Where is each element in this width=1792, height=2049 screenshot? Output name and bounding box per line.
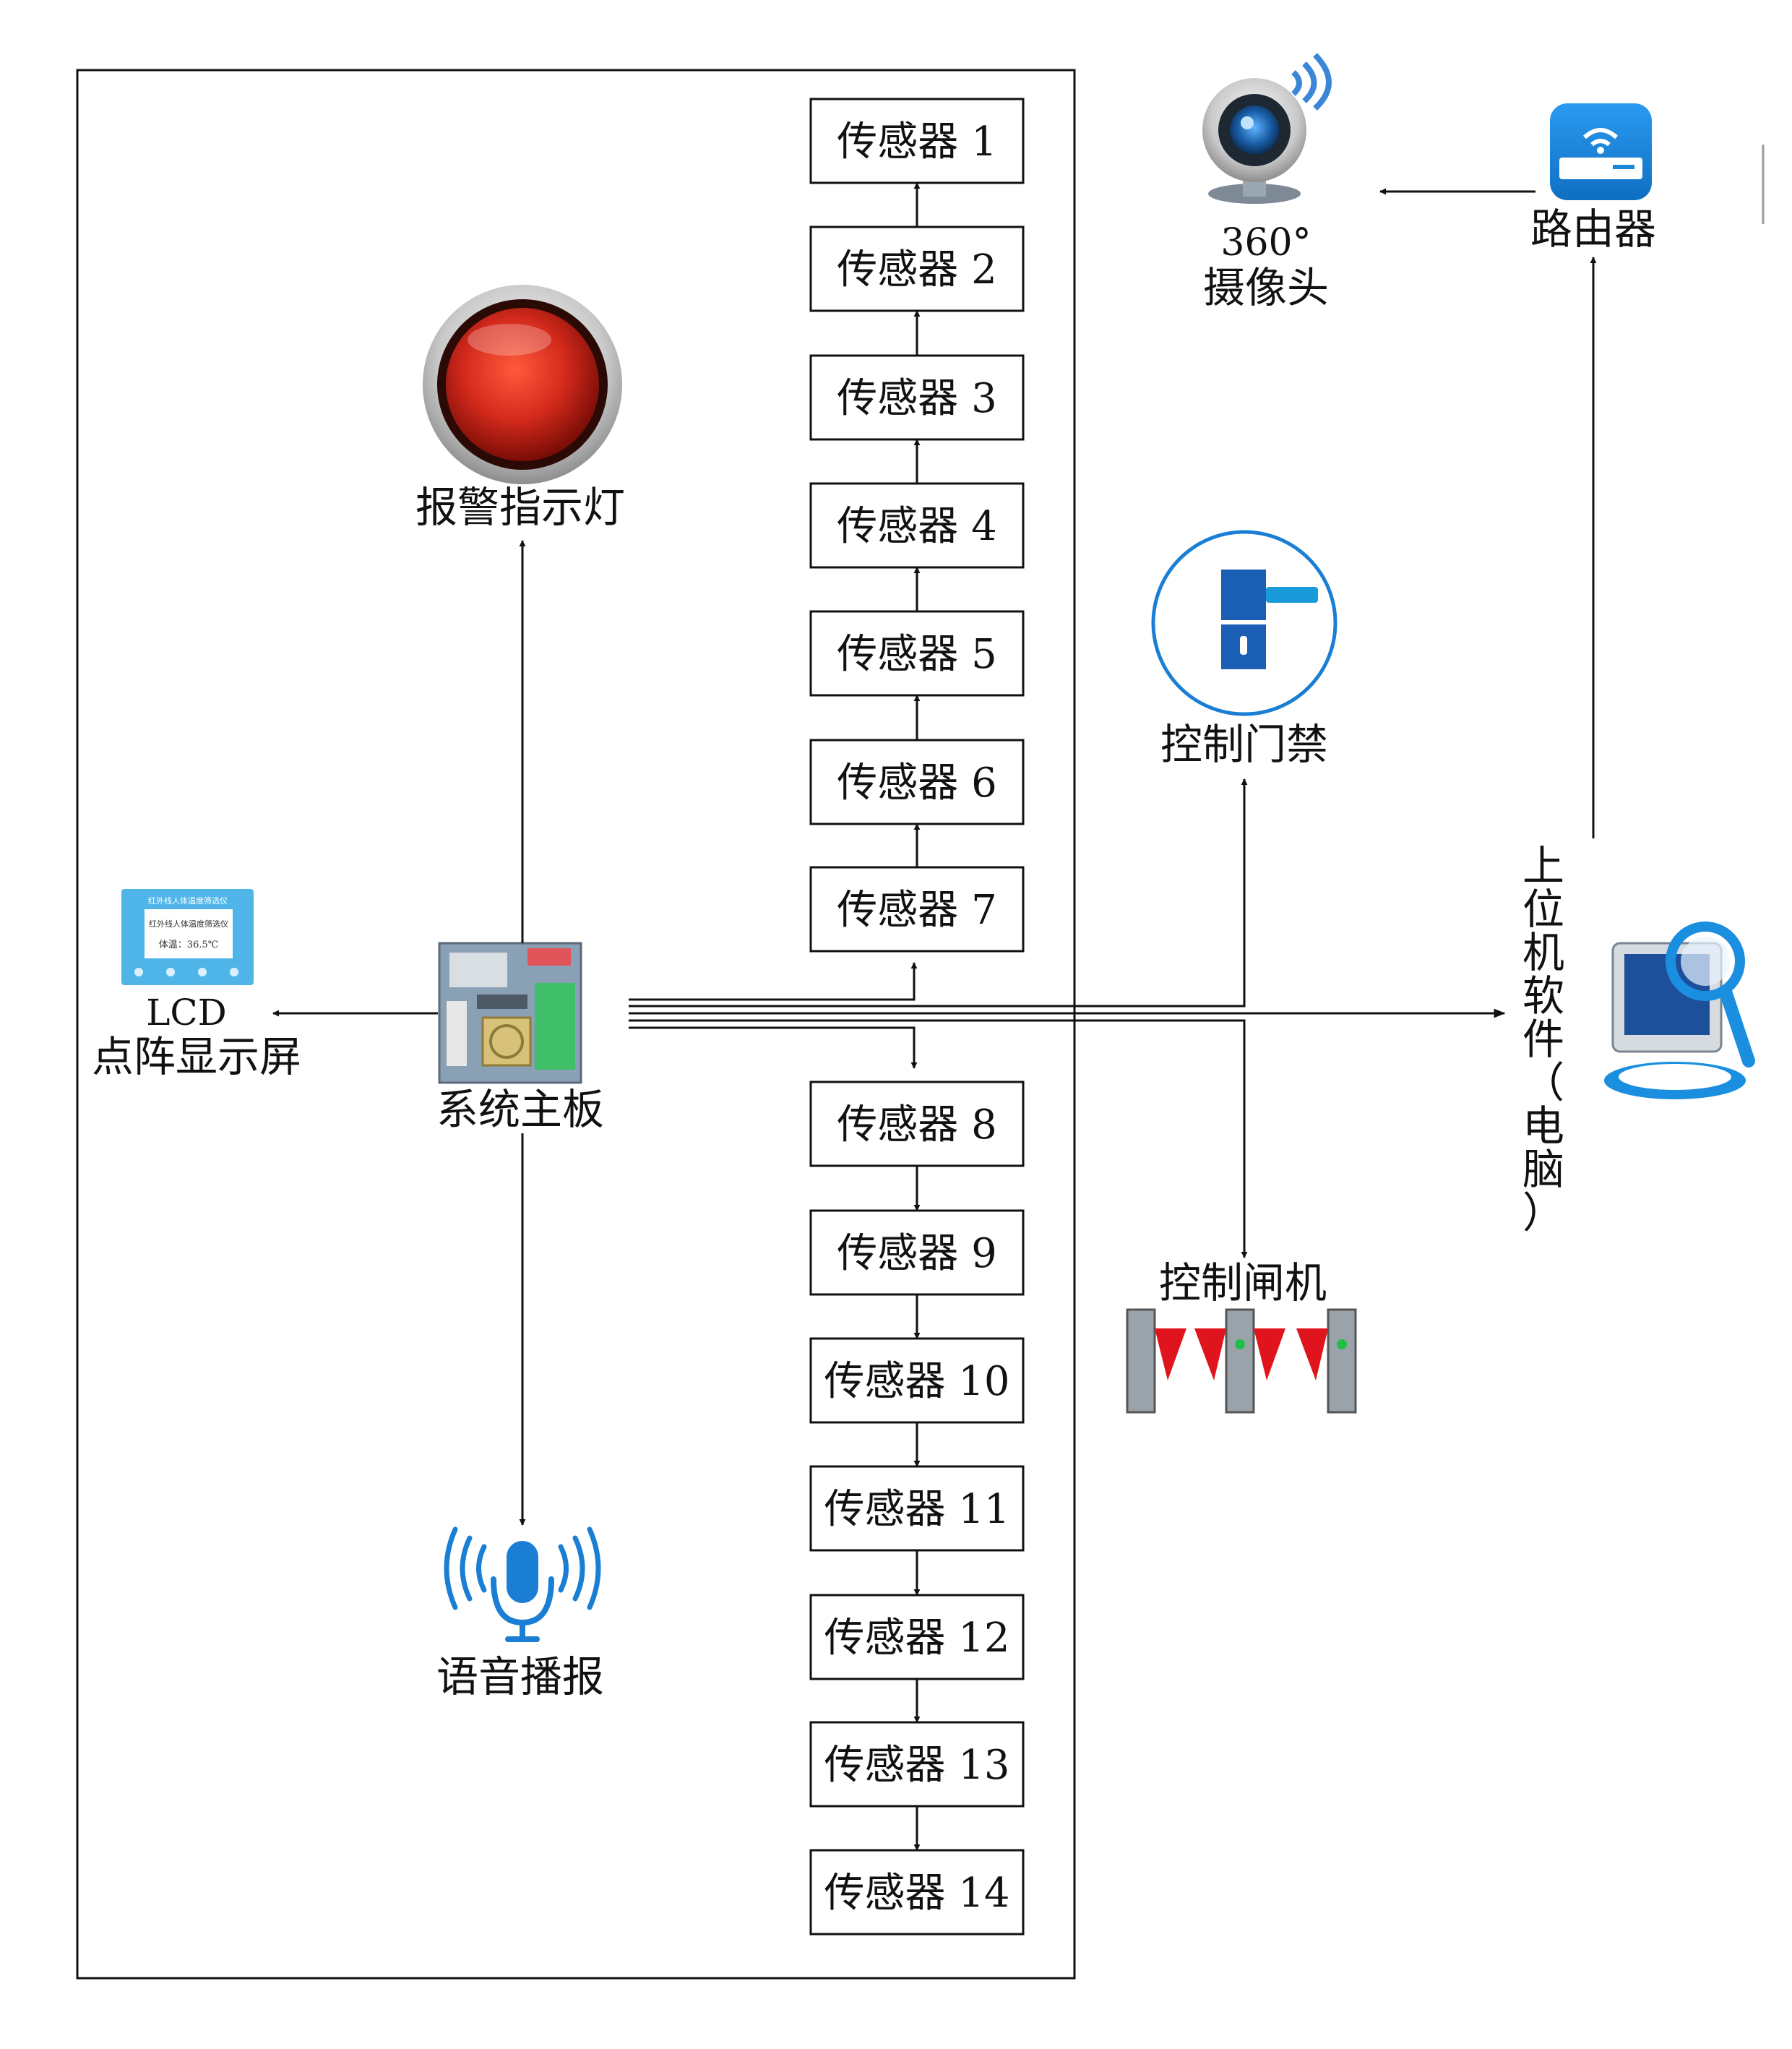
sensor-box-2 [809,225,1025,312]
sensor-label-8: 传感器 8 [837,1101,996,1148]
voice-label: 语音播报 [436,1652,604,1701]
sensor-box-9 [809,1209,1025,1296]
system-frame [76,69,1076,1980]
sensor-label-12: 传感器 12 [824,1615,1009,1662]
lcd-reading: 体温：36.5℃ [159,940,219,950]
sensor-label-11: 传感器 11 [824,1486,1009,1533]
door-handle-icon [1151,530,1337,716]
turnstile-gate-icon [1126,1308,1357,1414]
sensor-label-14: 传感器 14 [824,1870,1009,1917]
sensor-label-9: 传感器 9 [837,1230,996,1277]
sensor-label-13: 传感器 13 [824,1742,1009,1789]
pc-software-label: 上位机软件（电脑） [1522,841,1564,1237]
sensor-label-6: 传感器 6 [837,760,996,807]
router-icon [1550,103,1652,200]
sensor-box-8 [809,1081,1025,1167]
door-label: 控制门禁 [1160,720,1328,769]
sensor-label-10: 传感器 10 [824,1358,1009,1405]
circuit-board-icon [438,942,582,1084]
sensor-box-6 [809,739,1025,825]
connections [272,188,1597,1526]
alarm-light-icon [423,285,622,484]
lcd-panel-icon: 红外线人体温度筛选仪 红外线人体温度筛选仪 体温：36.5℃ [121,889,254,985]
lcd-label-line1: LCD [146,992,227,1034]
sensor-box-4 [809,482,1025,569]
sensor-column: 传感器 1 传感器 2 传感器 3 传感器 4 传感器 5 传感器 6 传感器 7 传感器 8… [809,98,1025,1936]
link-board-sensor-7 [629,962,918,1001]
gate-label: 控制闸机 [1159,1258,1327,1307]
sensor-label-1: 传感器 1 [837,119,996,166]
webcam-icon [1202,53,1332,204]
lcd-subheader: 红外线人体温度筛选仪 [149,919,228,929]
sensor-box-7 [809,866,1025,953]
sensor-label-4: 传感器 4 [837,503,996,550]
camera-label-line1: 360° [1220,221,1311,265]
router-label: 路由器 [1530,205,1656,254]
alarm-label: 报警指示灯 [415,483,625,532]
microphone-icon [444,1526,601,1642]
link-board-sensor-8 [629,1026,918,1069]
sensor-label-2: 传感器 2 [837,246,996,293]
sensor-label-3: 传感器 3 [837,375,996,422]
camera-label-line2: 摄像头 [1203,263,1329,312]
lcd-label-line2: 点阵显示屏 [92,1032,301,1081]
sensor-box-14 [809,1849,1025,1936]
lcd-header: 红外线人体温度筛选仪 [148,895,228,906]
computer-search-icon [1604,922,1755,1099]
link-board-door [629,778,1248,1008]
link-board-gate [629,1019,1248,1258]
sensor-box-12 [809,1594,1025,1680]
mainboard-label: 系统主板 [436,1085,604,1134]
sensor-box-10 [809,1337,1025,1424]
sensor-label-5: 传感器 5 [837,631,996,678]
sensor-box-11 [809,1465,1025,1552]
sensor-label-7: 传感器 7 [837,887,996,934]
